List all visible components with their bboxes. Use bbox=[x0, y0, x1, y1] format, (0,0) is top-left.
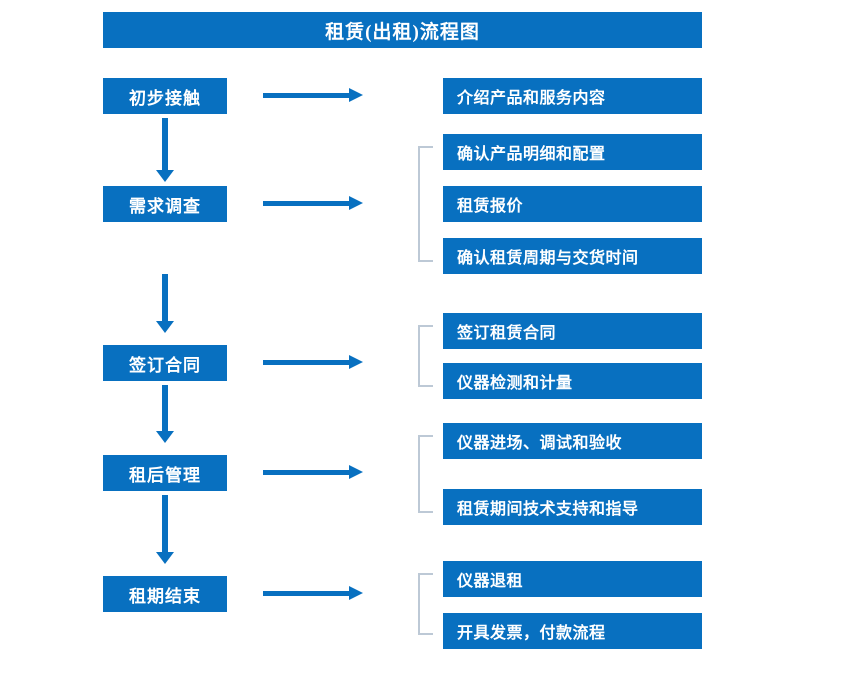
flow-arrow-down bbox=[156, 495, 174, 564]
stage-box[interactable]: 签订合同 bbox=[103, 345, 227, 381]
arrow-shaft bbox=[162, 274, 168, 321]
stage-box[interactable]: 初步接触 bbox=[103, 78, 227, 114]
arrow-shaft bbox=[263, 470, 351, 475]
flow-arrow-right bbox=[263, 355, 363, 369]
detail-box[interactable]: 确认租赁周期与交货时间 bbox=[443, 238, 702, 274]
arrow-shaft bbox=[263, 360, 351, 365]
arrow-head bbox=[349, 465, 363, 479]
flow-arrow-right bbox=[263, 465, 363, 479]
flow-arrow-right bbox=[263, 88, 363, 102]
group-bracket bbox=[418, 573, 433, 635]
detail-box[interactable]: 仪器退租 bbox=[443, 561, 702, 597]
detail-box[interactable]: 确认产品明细和配置 bbox=[443, 134, 702, 170]
flow-arrow-down bbox=[156, 118, 174, 182]
stage-box[interactable]: 需求调查 bbox=[103, 186, 227, 222]
arrow-head bbox=[349, 196, 363, 210]
arrow-shaft bbox=[263, 93, 351, 98]
detail-box[interactable]: 仪器检测和计量 bbox=[443, 363, 702, 399]
detail-box[interactable]: 租赁期间技术支持和指导 bbox=[443, 489, 702, 525]
arrow-head bbox=[349, 88, 363, 102]
stage-box[interactable]: 租后管理 bbox=[103, 455, 227, 491]
stage-box[interactable]: 租期结束 bbox=[103, 576, 227, 612]
group-bracket bbox=[418, 325, 433, 387]
arrow-shaft bbox=[263, 591, 351, 596]
flow-arrow-down bbox=[156, 274, 174, 333]
group-bracket bbox=[418, 435, 433, 513]
arrow-shaft bbox=[162, 118, 168, 170]
arrow-head bbox=[156, 321, 174, 333]
arrow-head bbox=[156, 170, 174, 182]
detail-box[interactable]: 租赁报价 bbox=[443, 186, 702, 222]
arrow-head bbox=[349, 586, 363, 600]
detail-box[interactable]: 介绍产品和服务内容 bbox=[443, 78, 702, 114]
flow-arrow-right bbox=[263, 196, 363, 210]
detail-box[interactable]: 开具发票，付款流程 bbox=[443, 613, 702, 649]
arrow-shaft bbox=[263, 201, 351, 206]
arrow-shaft bbox=[162, 495, 168, 552]
arrow-head bbox=[156, 431, 174, 443]
arrow-shaft bbox=[162, 385, 168, 431]
flow-arrow-right bbox=[263, 586, 363, 600]
detail-box[interactable]: 仪器进场、调试和验收 bbox=[443, 423, 702, 459]
flow-arrow-down bbox=[156, 385, 174, 443]
arrow-head bbox=[156, 552, 174, 564]
arrow-head bbox=[349, 355, 363, 369]
group-bracket bbox=[418, 146, 433, 262]
detail-box[interactable]: 签订租赁合同 bbox=[443, 313, 702, 349]
page-title: 租赁(出租)流程图 bbox=[103, 12, 702, 48]
